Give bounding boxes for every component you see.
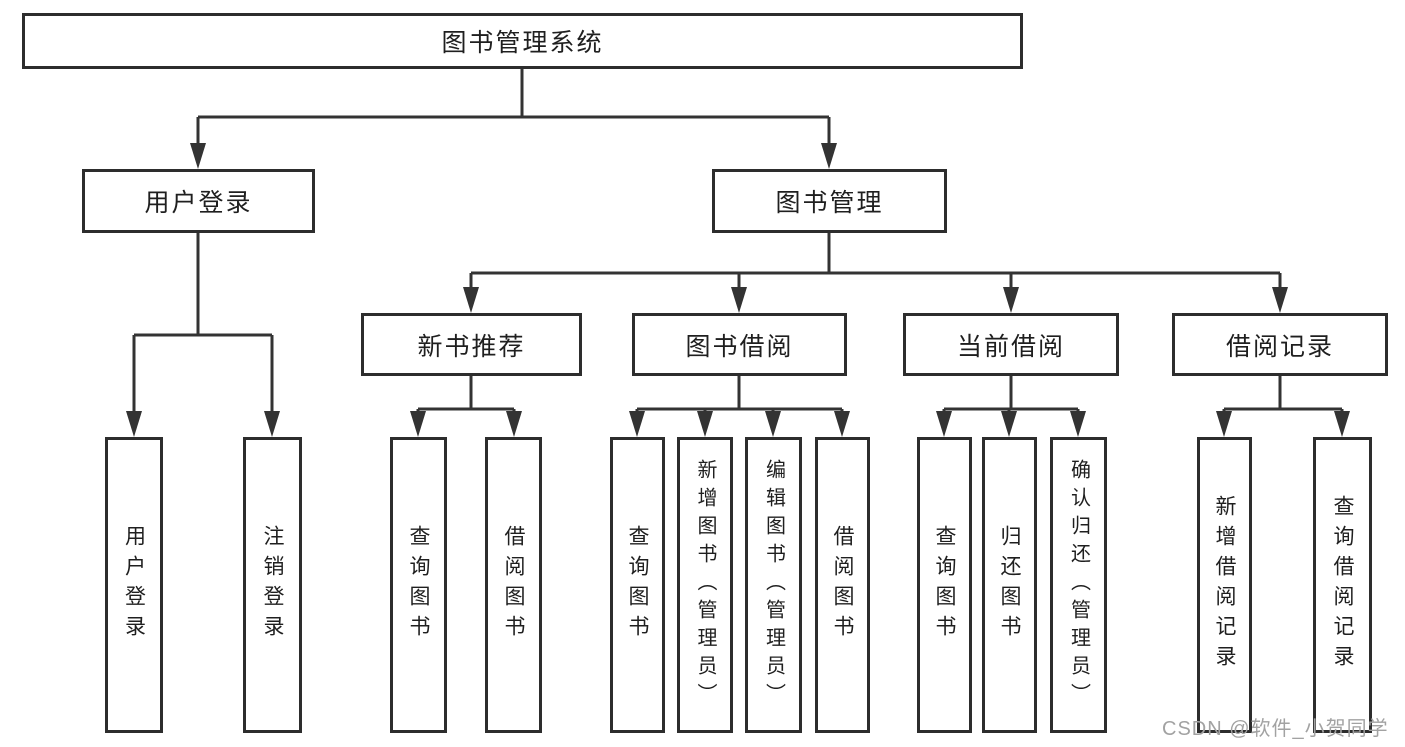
leaf-edit-book-admin: 编辑图书（管理员） [745,437,802,733]
leaf-return-book: 归还图书 [982,437,1037,733]
node-book-borrow: 图书借阅 [632,313,847,376]
watermark: CSDN @软件_小贺同学 [1162,718,1389,740]
node-new-book-recommend: 新书推荐 [361,313,582,376]
leaf-logout: 注销登录 [243,437,302,733]
node-user-login: 用户登录 [82,169,315,233]
node-book-management: 图书管理 [712,169,947,233]
leaf-user-login: 用户登录 [105,437,163,733]
leaf-confirm-return-admin: 确认归还（管理员） [1050,437,1107,733]
leaf-query-books-current: 查询图书 [917,437,972,733]
leaf-query-borrow-record: 查询借阅记录 [1313,437,1372,733]
leaf-query-books-borrow: 查询图书 [610,437,665,733]
node-root: 图书管理系统 [22,13,1023,69]
node-current-borrow: 当前借阅 [903,313,1119,376]
node-borrow-records: 借阅记录 [1172,313,1388,376]
leaf-borrow-books: 借阅图书 [815,437,870,733]
leaf-query-books-recommend: 查询图书 [390,437,447,733]
leaf-borrow-books-recommend: 借阅图书 [485,437,542,733]
leaf-add-borrow-record: 新增借阅记录 [1197,437,1252,733]
leaf-add-book-admin: 新增图书（管理员） [677,437,733,733]
